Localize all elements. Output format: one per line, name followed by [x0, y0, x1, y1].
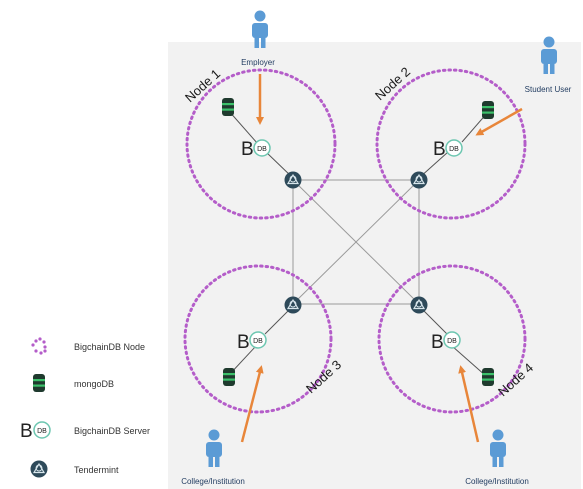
- svg-text:B: B: [237, 332, 250, 353]
- legend-bigchaindb-node-icon: [31, 337, 47, 355]
- svg-text:DB: DB: [37, 428, 47, 435]
- college-right-arrow: [458, 365, 480, 443]
- svg-text:B: B: [433, 139, 446, 160]
- svg-text:B: B: [20, 421, 33, 442]
- college-institution-right-label: College/Institution: [465, 477, 529, 486]
- legend-bigchaindb-server-label: BigchainDB Server: [74, 426, 150, 436]
- legend-bigchaindb-server-icon: B DB: [20, 421, 51, 442]
- svg-text:B: B: [431, 332, 444, 353]
- node-1-bigchaindb-server-icon: B DB: [241, 139, 271, 160]
- legend-bigchaindb-node-label: BigchainDB Node: [74, 342, 145, 352]
- legend: BigchainDB Node mongoDB B DB BigchainDB …: [20, 337, 150, 479]
- legend-tendermint-label: Tendermint: [74, 465, 119, 475]
- node-4-mongodb-icon: [482, 368, 494, 386]
- network-links: [292, 179, 420, 305]
- node-3-ring: [183, 264, 333, 414]
- node-3-tendermint-icon: [283, 295, 303, 315]
- svg-text:DB: DB: [253, 338, 263, 345]
- legend-mongodb-icon: [33, 374, 45, 392]
- node-4-bigchaindb-server-icon: B DB: [431, 331, 461, 353]
- node-1-mongodb-icon: [222, 98, 234, 116]
- node-3-bigchaindb-server-icon: B DB: [237, 331, 267, 353]
- node-2-mongodb-icon: [482, 101, 494, 119]
- node-2-bigchaindb-server-icon: B DB: [433, 139, 463, 160]
- student-user-label: Student User: [525, 85, 572, 94]
- node-4-tendermint-icon: [409, 295, 429, 315]
- legend-tendermint-icon: [29, 459, 49, 479]
- node-2-ring: [375, 68, 527, 220]
- node-1-ring: [185, 68, 337, 220]
- svg-text:DB: DB: [257, 146, 267, 153]
- diagram-panel: [168, 42, 581, 489]
- node-3-mongodb-icon: [223, 368, 235, 386]
- employer-label: Employer: [241, 58, 275, 67]
- svg-text:DB: DB: [449, 146, 459, 153]
- student-user-arrow: [475, 107, 523, 136]
- node-4-ring: [377, 264, 527, 414]
- svg-text:B: B: [241, 139, 254, 160]
- node-2-tendermint-icon: [409, 170, 429, 190]
- svg-text:DB: DB: [447, 338, 457, 345]
- legend-mongodb-label: mongoDB: [74, 379, 114, 389]
- college-left-arrow: [240, 365, 264, 443]
- college-institution-left-label: College/Institution: [181, 477, 245, 486]
- node-1-tendermint-icon: [283, 170, 303, 190]
